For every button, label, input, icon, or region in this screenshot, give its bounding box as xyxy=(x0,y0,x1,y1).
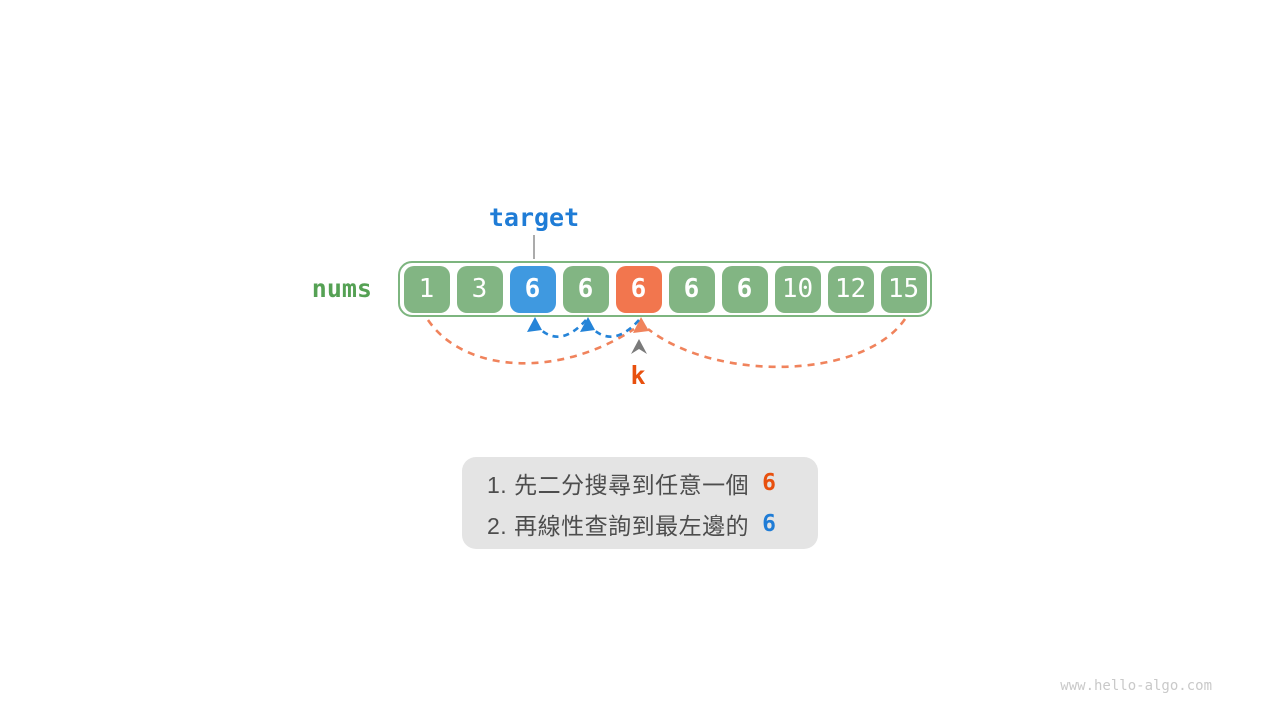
array-cell-5: 6 xyxy=(668,265,715,313)
array-cell-6: 6 xyxy=(721,265,768,313)
linear-scan-arc-2 xyxy=(539,319,587,338)
target-label: target xyxy=(488,203,580,232)
array-cell-4: 6 xyxy=(615,265,662,313)
binary-search-left-arc xyxy=(426,319,635,365)
k-pointer-label: k xyxy=(630,361,646,390)
step-2-text: 2. 再線性查詢到最左邊的 xyxy=(487,512,750,539)
step-1-value: 6 xyxy=(762,469,776,496)
step-2-value: 6 xyxy=(762,510,776,537)
array-cell-1: 3 xyxy=(456,265,503,313)
binary-search-right-arc xyxy=(647,318,907,369)
linear-scan-arrowhead-1 xyxy=(580,317,595,332)
nums-label: nums xyxy=(311,274,372,303)
step-1-text: 1. 先二分搜尋到任意一個 xyxy=(487,471,750,498)
step-row-1: 1. 先二分搜尋到任意一個 6 xyxy=(487,466,818,500)
array-cell-7: 10 xyxy=(774,265,821,313)
step-row-2: 2. 再線性查詢到最左邊的 6 xyxy=(487,507,818,541)
steps-box: 1. 先二分搜尋到任意一個 6 2. 再線性查詢到最左邊的 6 xyxy=(462,457,818,549)
watermark: www.hello-algo.com xyxy=(1060,678,1212,694)
linear-scan-arrowhead-2 xyxy=(527,317,542,332)
array-cell-8: 12 xyxy=(827,265,874,313)
binary-search-arrowhead xyxy=(633,317,649,333)
array-cell-0: 1 xyxy=(403,265,450,313)
k-caret-icon xyxy=(631,339,647,354)
array-cell-9: 15 xyxy=(880,265,927,313)
array-cell-2: 6 xyxy=(509,265,556,313)
linear-scan-arc-1 xyxy=(592,319,640,338)
array-cell-3: 6 xyxy=(562,265,609,313)
